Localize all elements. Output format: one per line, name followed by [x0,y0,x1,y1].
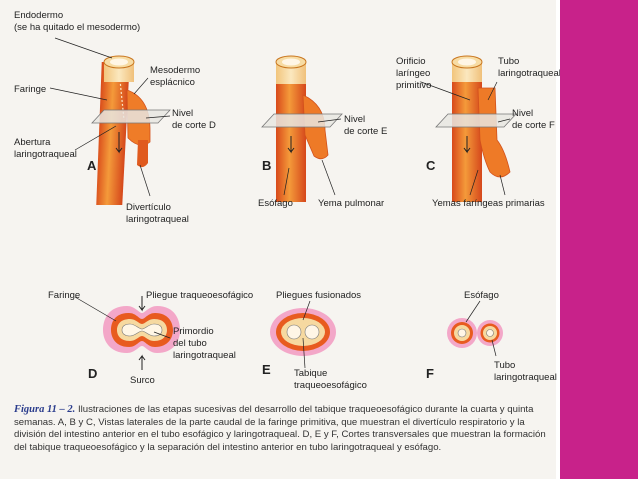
panel-letter-d: D [88,366,97,381]
panel-b-arrow [287,136,295,154]
label-yema-pulmonar: Yema pulmonar [318,198,384,209]
panel-e-leader-lines [302,300,311,369]
label-pliegue: Pliegue traqueoesofágico [146,290,253,301]
label-diverticulo: Divertículo [126,202,171,213]
panel-a-tube [96,55,151,205]
panel-f-esophagus [447,318,477,348]
label-del-tubo: del tubo [173,338,207,349]
label-traqueoesofagico: traqueoesofágico [294,380,367,391]
panel-f: Esófago F Tubo laringotraqueal [426,290,557,383]
embryology-diagram: Endodermo (se ha quitado el mesodermo) F… [14,10,560,391]
panel-letter-a: A [87,158,97,173]
panel-c-leader-lines [420,81,511,196]
panel-b: Nivel de corte E B Esófago Yema pulmonar [258,55,387,209]
panel-c-cut-plane [435,113,517,128]
panel-letter-f: F [426,366,434,381]
panel-letter-e: E [262,362,271,377]
label-esofago-b: Esófago [258,198,293,209]
figure-label: Figura 11 – 2. [14,404,76,415]
panel-d: Faringe Pliegue traqueoesofágico Primord… [48,290,253,386]
label-mesodermo: Mesodermo [150,65,200,76]
label-yemas-faringeas: Yemas faríngeas primarias [432,198,545,209]
panel-d-arrow-top [138,296,146,312]
caption-text: Ilustraciones de las etapas sucesivas de… [14,404,546,453]
label-nivel-c: Nivel [512,108,533,119]
side-divider [556,0,560,479]
label-endodermo: Endodermo [14,10,63,21]
panel-d-arrow-bottom [138,354,146,370]
panel-a-arrow [115,132,123,154]
label-faringe-a: Faringe [14,84,46,95]
panel-e: Pliegues fusionados E Tabique traqueoeso… [262,290,367,391]
label-esofago-f: Esófago [464,290,499,301]
label-laringotraqueal-c: laringotraqueal [498,68,560,79]
panel-c: Orificio laríngeo primitivo Tubo laringo… [396,55,560,209]
label-surco: Surco [130,375,155,386]
label-corte-d: de corte D [172,120,216,131]
panel-f-leader-lines [465,300,497,357]
label-endodermo-note: (se ha quitado el mesodermo) [14,22,140,33]
label-tubo-c: Tubo [498,56,519,67]
label-primordio: Primordio [173,326,214,337]
panel-b-tube [275,55,329,202]
panel-a: Endodermo (se ha quitado el mesodermo) F… [14,10,216,225]
panel-d-lumen [121,323,163,337]
magenta-side-bar [560,0,638,479]
label-faringe-d: Faringe [48,290,80,301]
panel-c-tube [451,55,511,202]
label-orificio: Orificio [396,56,426,67]
panel-a-cut-plane [91,109,171,124]
label-corte-f: de corte F [512,120,555,131]
panel-a-leader-lines [49,37,171,197]
panel-f-laryngotracheal-tube [477,320,503,346]
panel-letter-c: C [426,158,436,173]
label-pliegues: Pliegues fusionados [276,290,361,301]
label-abertura: Abertura [14,137,51,148]
panel-c-arrow [463,136,471,154]
label-laringotraqueal-f: laringotraqueal [494,372,557,383]
panel-e-lumens [286,324,320,340]
label-nivel-b: Nivel [344,114,365,125]
figure-caption: Figura 11 – 2. Ilustraciones de las etap… [14,404,554,454]
panel-d-leader-lines [74,296,171,339]
label-nivel-a: Nivel [172,108,193,119]
label-diverticulo-lt: laringotraqueal [126,214,189,225]
panel-b-leader-lines [283,118,342,196]
panel-letter-b: B [262,158,271,173]
label-primitivo: primitivo [396,80,431,91]
panel-b-cut-plane [261,113,343,128]
label-tubo-f: Tubo [494,360,515,371]
label-corte-e: de corte E [344,126,387,137]
label-tabique: Tabique [294,368,327,379]
label-esplacnico: esplácnico [150,77,195,88]
label-laringotraqueal-d: laringotraqueal [173,350,236,361]
label-laringotraqueal-a: laringotraqueal [14,149,77,160]
label-laringeo: laríngeo [396,68,430,79]
